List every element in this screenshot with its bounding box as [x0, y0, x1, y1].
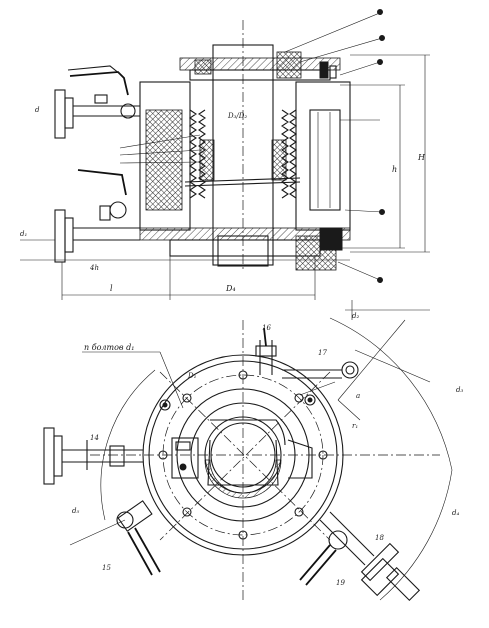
housing-right [295, 81, 351, 231]
item-17: 17 [318, 349, 327, 357]
dim-label-d-top: d [35, 106, 40, 114]
dim-label-h-small: h [392, 165, 397, 174]
dim-label-h-large: H [417, 153, 426, 162]
dim-label-ratio: D₃/D₂ [227, 112, 247, 120]
spring-right [281, 109, 297, 199]
item-18: 18 [375, 534, 384, 542]
bolt-holes [158, 370, 328, 540]
plan-view: n болтов d₁ d₂ d₃ d₄ d₅ a D₁ r₁ 14 15 16… [43, 300, 463, 602]
lower-left-valve [69, 500, 161, 576]
bolt-circle [162, 374, 324, 536]
lower-right-valve [299, 511, 421, 602]
item-19: 19 [336, 579, 345, 587]
dim-label-4h: 4h [89, 264, 99, 272]
dim-a: a [356, 392, 360, 400]
dim-r: r₁ [352, 422, 358, 430]
item-15: 15 [102, 564, 111, 572]
outer-flange [142, 354, 344, 556]
bottom-inlet [54, 169, 140, 263]
dim-d4: d₄ [452, 509, 459, 517]
spring-left [189, 109, 206, 199]
top-valve [255, 327, 359, 396]
top-inlet [54, 65, 140, 139]
section-view: H h l D₄ d d₁ D₃/D₂ 4h [20, 9, 430, 300]
dim-d2: d₂ [352, 312, 359, 320]
left-pipe [43, 427, 143, 485]
dim-label-l: l [110, 284, 113, 293]
dim-pcd: D₁ [187, 372, 197, 380]
dim-d3: d₃ [456, 386, 463, 394]
bore-note: n болтов d₁ [84, 343, 134, 352]
item-14: 14 [90, 434, 99, 442]
item-16: 16 [262, 324, 271, 332]
dim-label-d4: D₄ [225, 284, 236, 293]
dim-label-d1: d₁ [20, 230, 27, 238]
dim-d5: d₅ [72, 507, 79, 515]
